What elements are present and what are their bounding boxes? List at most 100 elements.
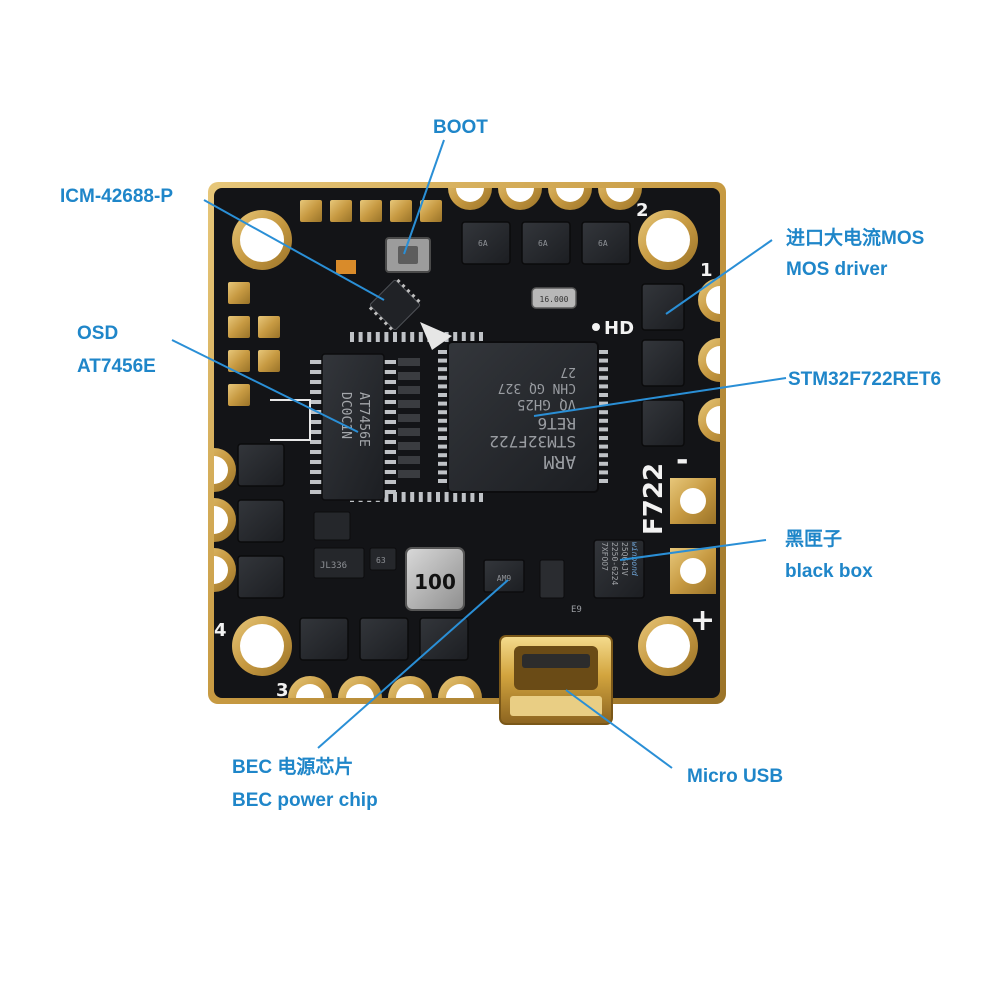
chip-pin xyxy=(438,461,448,466)
chip-pin xyxy=(598,401,608,406)
motor-label-2: 2 xyxy=(636,200,649,221)
mcu-marking-line: STM32F722 xyxy=(489,432,576,451)
chip-pin xyxy=(358,332,363,342)
chip-pin xyxy=(444,492,449,502)
leader-mcu xyxy=(533,377,787,417)
chip-pin xyxy=(384,490,396,494)
chip-pin xyxy=(598,384,608,389)
label-boot: BOOT xyxy=(433,117,488,138)
chip-pin xyxy=(436,492,440,502)
chip-pin xyxy=(461,332,466,342)
label-mos-cn: 进口大电流MOS xyxy=(786,228,925,249)
chip-pin xyxy=(438,358,448,363)
chip-pin xyxy=(598,367,608,372)
leader-usb xyxy=(565,689,673,769)
chip-pin xyxy=(384,400,396,404)
bec-chip: AM9 xyxy=(483,559,525,593)
label-bec-en: BEC power chip xyxy=(232,790,378,811)
cap-marking: E9 xyxy=(571,605,582,615)
chip-pin xyxy=(479,332,483,342)
chip-pin xyxy=(384,450,396,454)
leader-mos xyxy=(665,239,773,315)
label-bec-cn: BEC 电源芯片 xyxy=(232,757,354,778)
chip-pin xyxy=(438,367,448,372)
chip-pin xyxy=(598,470,608,475)
inductor-value: 100 xyxy=(414,570,456,594)
tantalum-capacitor xyxy=(336,260,356,274)
bec-marking: AM9 xyxy=(497,574,512,583)
chip-pin xyxy=(453,332,458,342)
crystal-oscillator: 16.000 xyxy=(531,287,577,309)
flash-marking-line: 2250-6224 xyxy=(610,542,619,586)
label-usb: Micro USB xyxy=(687,766,784,787)
label-imu: ICM-42688-P xyxy=(60,186,173,207)
chip-pin xyxy=(350,332,354,342)
label-mos-en: MOS driver xyxy=(786,259,888,280)
osd-marking-line: AT7456E xyxy=(356,392,371,447)
chip-pin xyxy=(438,479,448,483)
chip-pin xyxy=(384,390,396,394)
micro-usb-connector xyxy=(499,635,613,725)
chip-pin xyxy=(438,470,448,475)
chip-pin xyxy=(438,410,448,415)
chip-pin xyxy=(470,492,475,502)
chip-pin xyxy=(310,490,322,494)
chip-pin xyxy=(384,440,396,444)
chip-pin xyxy=(438,384,448,389)
chip-pin xyxy=(384,380,396,384)
plus-label: + xyxy=(690,603,715,638)
leader-blackbox xyxy=(619,539,767,561)
chip-pin xyxy=(438,401,448,406)
chip-pin xyxy=(310,400,322,404)
imu-chip xyxy=(368,278,421,331)
chip-pin xyxy=(393,332,397,342)
label-blackbox-cn: 黑匣子 xyxy=(785,529,843,550)
chip-pin xyxy=(418,332,423,342)
leader-boot xyxy=(403,139,445,255)
chip-pin xyxy=(438,453,448,458)
chip-pin xyxy=(310,450,322,454)
chip-pin xyxy=(384,470,396,474)
minus-label: - xyxy=(676,443,688,478)
crystal-marking: 16.000 xyxy=(540,295,569,304)
chip-pin xyxy=(310,360,322,364)
chip-pin xyxy=(384,332,389,342)
voltage-regulators: JL336 63 xyxy=(313,511,397,579)
chip-pin xyxy=(438,418,448,423)
chip-pin xyxy=(438,436,448,440)
mos-marking: 6A xyxy=(598,239,608,248)
chip-pin xyxy=(598,444,608,449)
chip-pin xyxy=(384,420,396,424)
chip-pin xyxy=(470,332,475,342)
bec-capacitor xyxy=(539,559,565,599)
chip-pin xyxy=(598,436,608,440)
chip-pin xyxy=(438,350,448,354)
chip-pin xyxy=(438,444,448,449)
chip-pin xyxy=(384,480,396,484)
chip-pin xyxy=(401,332,406,342)
chip-pin xyxy=(310,380,322,384)
chip-pin xyxy=(479,492,483,502)
leader-lines xyxy=(171,139,787,769)
inductor: 100 xyxy=(405,547,465,611)
chip-pin xyxy=(384,492,389,502)
flash-marking-line: 7XFOO7 xyxy=(600,542,609,571)
chip-pin xyxy=(598,453,608,458)
mcu-marking-line: ARM xyxy=(543,451,576,472)
chip-pin xyxy=(367,332,372,342)
osd-marking-line: DC0C1N xyxy=(338,392,353,439)
chip-pin xyxy=(427,492,432,502)
osd-chip: AT7456E DC0C1N xyxy=(310,353,396,501)
left-pads xyxy=(228,282,280,406)
battery-pads xyxy=(670,478,716,594)
label-osd-line1: OSD xyxy=(77,323,119,344)
chip-pin xyxy=(598,393,608,397)
motor-label-3: 3 xyxy=(276,680,289,701)
regulator-marking: 63 xyxy=(376,556,386,565)
brand-logo-icon xyxy=(420,322,452,350)
mounting-holes xyxy=(232,210,698,676)
chip-pin xyxy=(310,370,322,374)
chip-pin xyxy=(310,440,322,444)
hd-label: HD xyxy=(604,318,634,339)
